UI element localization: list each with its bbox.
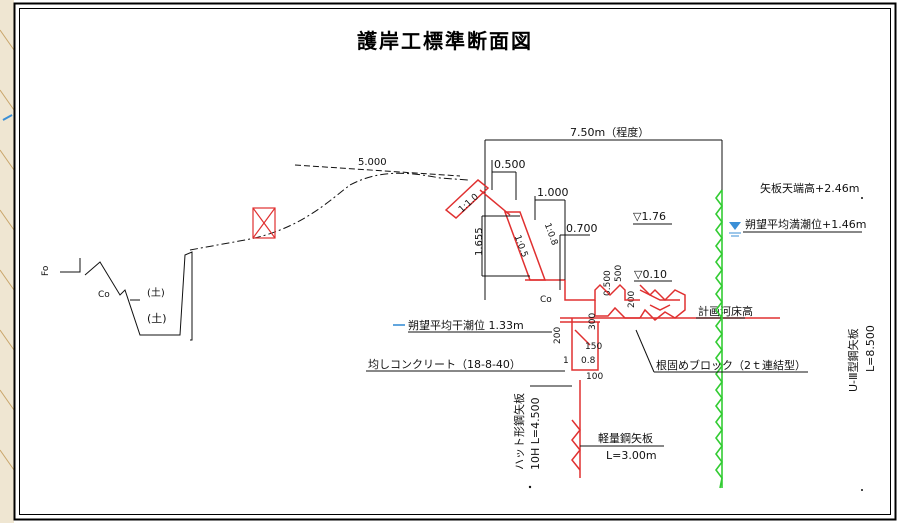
drawing-frame xyxy=(13,2,897,521)
slope-ratio-toe: 1:0.8 xyxy=(542,222,559,247)
crown-level-label: ▽1.76 xyxy=(633,210,666,223)
light-pile-label: 軽量鋼矢板 xyxy=(598,431,653,445)
dim-0500: 0.500 xyxy=(603,270,613,296)
u-sheet-pile xyxy=(715,189,723,489)
hat-pile-spec: 10H L=4.500 xyxy=(529,397,542,470)
top-slope-dimension: 5.000 xyxy=(358,157,387,168)
u-pile-label: U-Ⅲ型鋼矢板 xyxy=(846,328,860,392)
block-width-label: 0.700 xyxy=(566,222,598,235)
fo-mark: Fo xyxy=(41,265,51,276)
high-tide-label: 朔望平均満潮位+1.46m xyxy=(745,217,866,231)
bank-outline xyxy=(60,164,469,341)
slope-width-label: 1.000 xyxy=(537,186,569,199)
slope-ratio-lower: 1:0.5 xyxy=(512,234,529,259)
high-tide-marker xyxy=(729,222,741,237)
dim-100: 100 xyxy=(586,372,603,382)
dim-1: 1 xyxy=(563,356,569,366)
low-tide-label: 朔望平均干潮位 1.33m xyxy=(408,318,524,332)
dim-500: 500 xyxy=(614,265,624,282)
earth-label: (土) xyxy=(147,312,167,325)
water-level-mark: ▽0.10 xyxy=(634,268,667,281)
dim-08: 0.8 xyxy=(581,356,596,366)
drawing-title: 護岸工標準断面図 xyxy=(357,29,533,53)
dim-200: 200 xyxy=(553,327,563,344)
hat-pile-label: ハット形鋼矢板 xyxy=(512,393,526,470)
overall-width-label: 7.50m（程度） xyxy=(570,125,649,139)
dim-300: 300 xyxy=(588,313,598,330)
u-pile-length: L=8.500 xyxy=(864,325,877,372)
slope-dimension-lines xyxy=(481,160,590,290)
overall-width-dimension xyxy=(484,139,723,300)
cross-mark xyxy=(252,207,276,239)
riverbed-label: 計画河床高 xyxy=(698,304,753,318)
dim-150: 150 xyxy=(585,342,602,352)
light-pile-length: L=3.00m xyxy=(606,449,657,462)
co-left-label: Co xyxy=(98,290,110,300)
sheet-pile-top-label: 矢板天端高+2.46m xyxy=(760,181,859,195)
earth-mark-label: (土) xyxy=(147,286,165,299)
slope-height-label: 1.655 xyxy=(474,227,485,256)
map-strip xyxy=(0,0,15,523)
concrete-label: 均しコンクリート（18-8-40） xyxy=(368,358,521,371)
co-right-label: Co xyxy=(540,295,552,305)
crest-width-label: 0.500 xyxy=(494,158,526,171)
root-block-label: 根固めブロック（2ｔ連結型） xyxy=(656,358,806,372)
upper-slope-revetment xyxy=(444,179,565,281)
